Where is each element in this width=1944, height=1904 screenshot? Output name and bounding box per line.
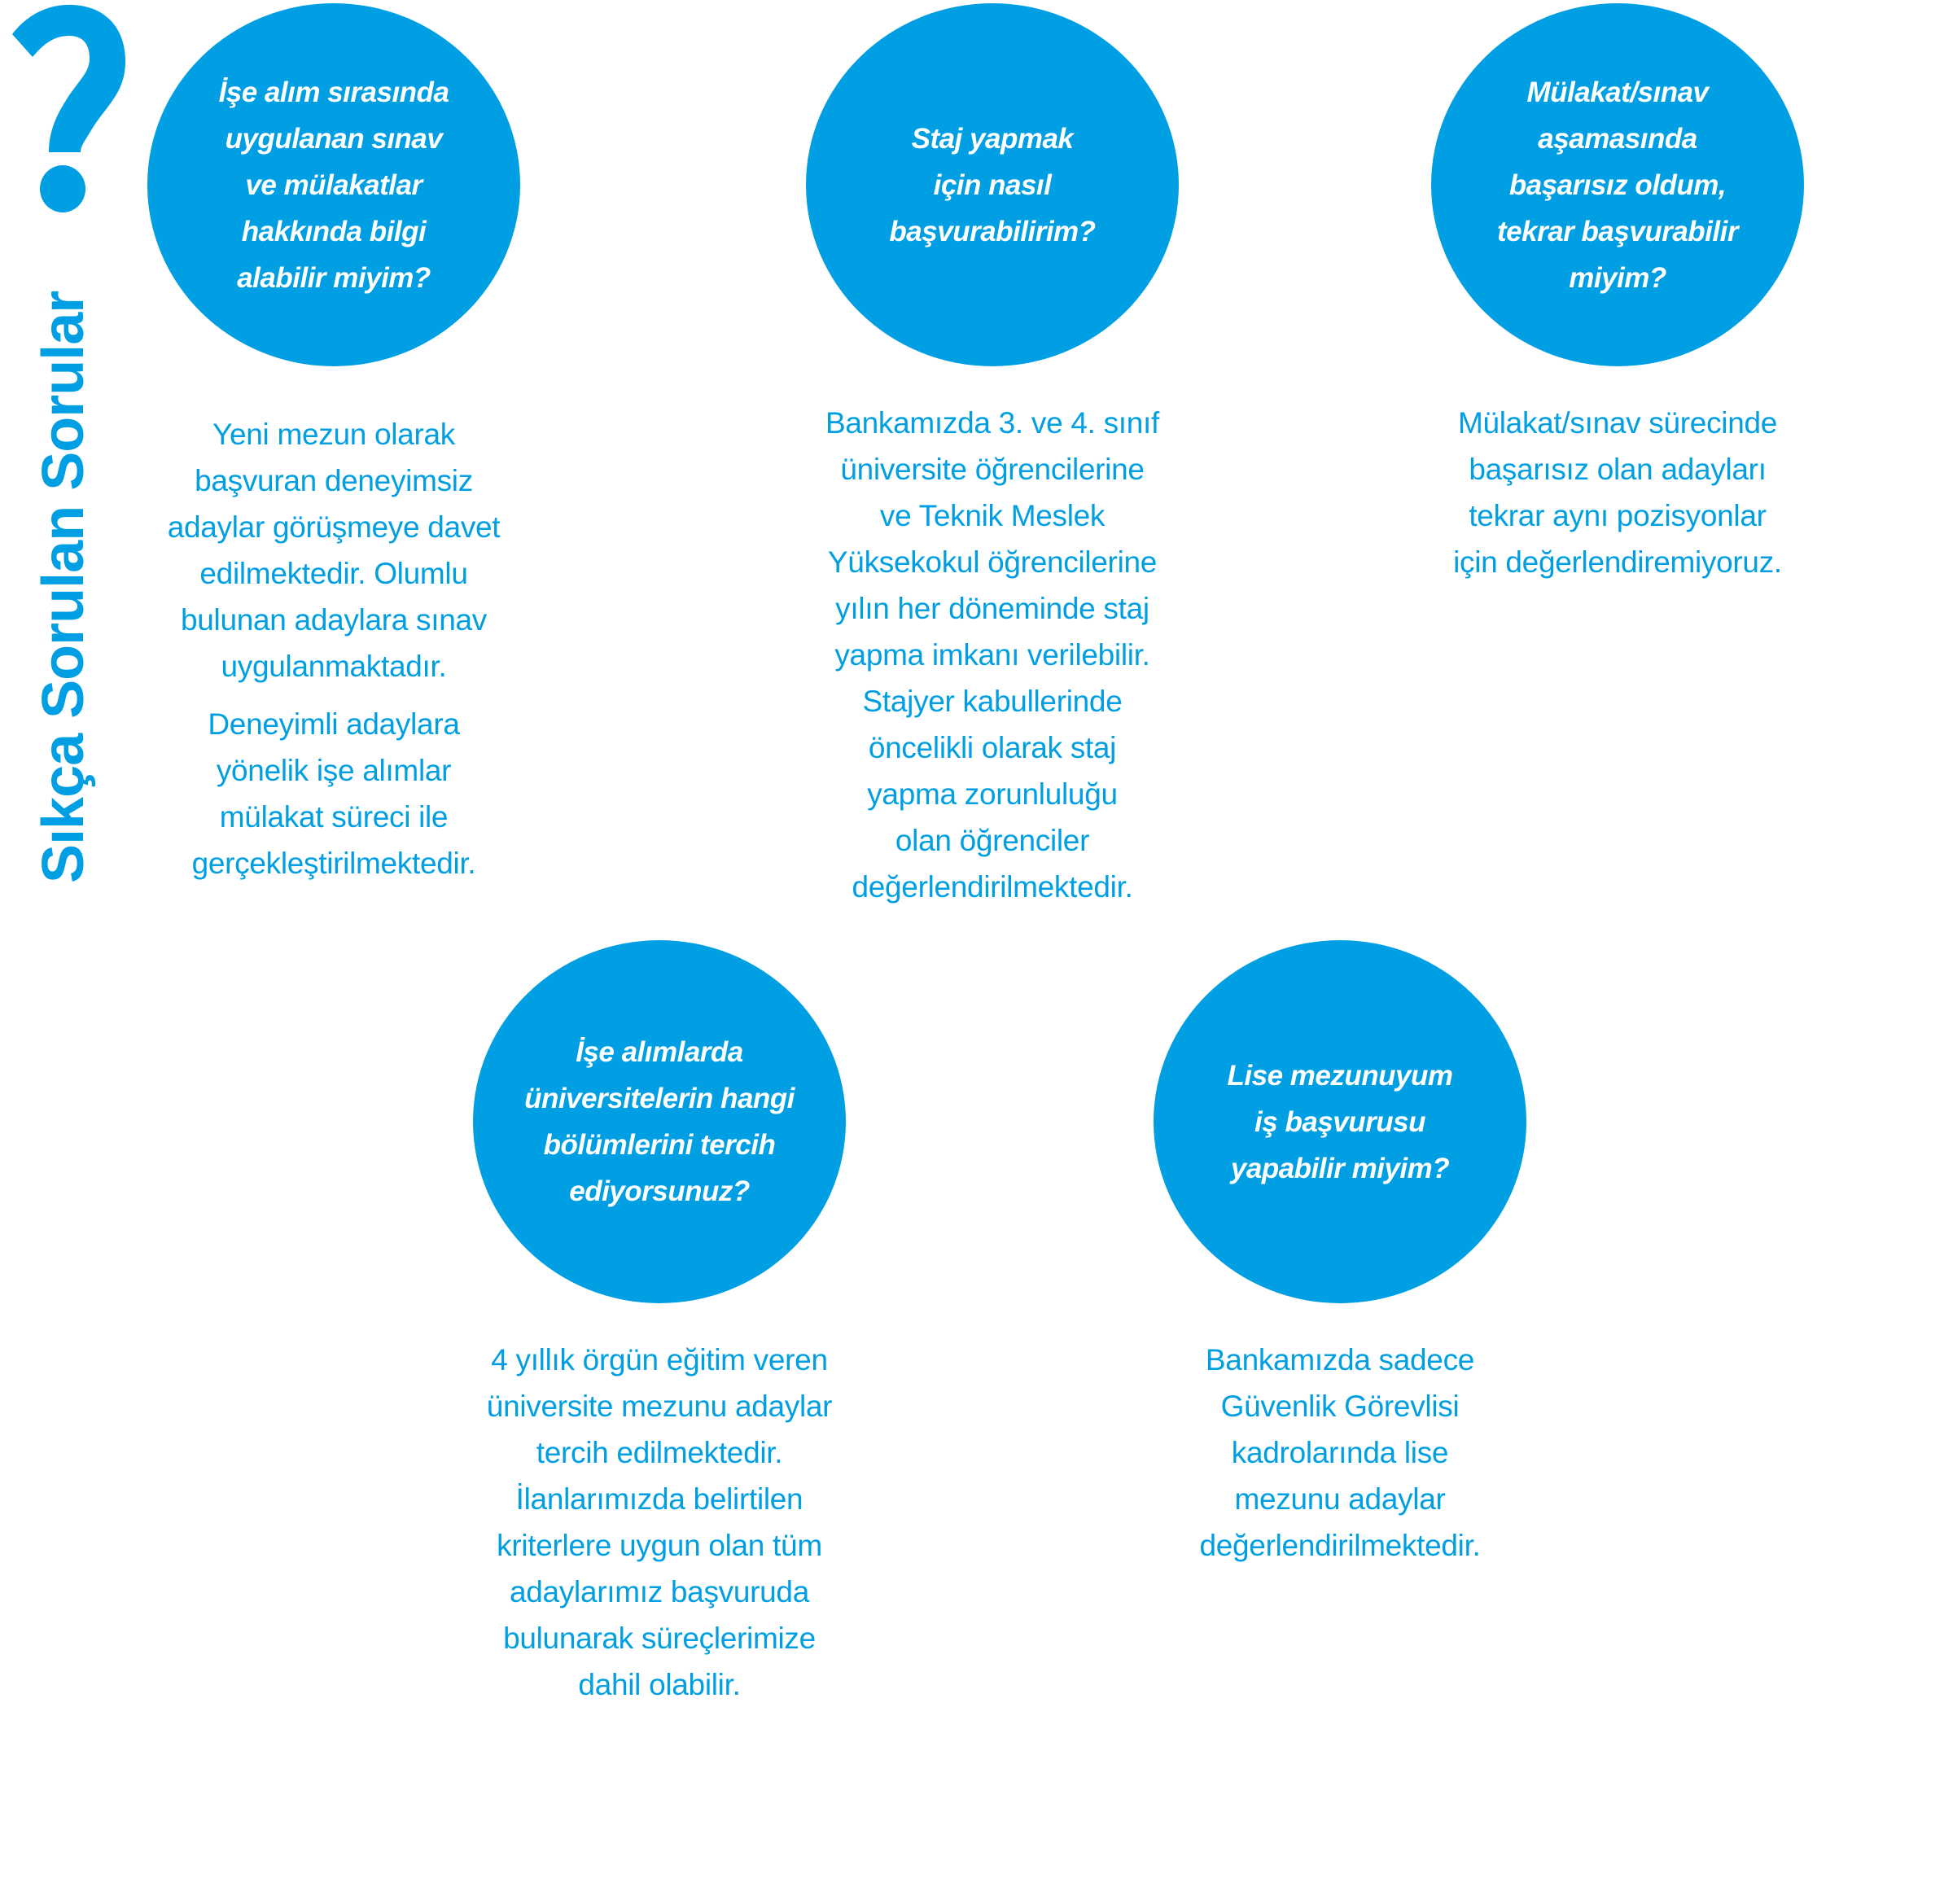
faq-question: İşe alım sırasında uygulanan sınav ve müla… [187, 69, 480, 301]
question-line: İşe alımlarda [576, 1036, 743, 1068]
answer-line: tekrar aynı pozisyonlar [1469, 499, 1767, 532]
answer-line: Güvenlik Görevlisi [1220, 1390, 1460, 1423]
answer-line: adaylarımız başvuruda [509, 1575, 809, 1609]
answer-line: yapma imkanı verilebilir. [834, 638, 1150, 672]
question-line: başarısız oldum, [1508, 169, 1727, 201]
answer-line: yönelik işe alımlar [216, 754, 452, 787]
answer-line: gerçekleştirilmektedir. [191, 847, 476, 880]
answer-line: mezunu adaylar [1234, 1482, 1446, 1516]
answer-line: İlanlarımızda belirtilen [515, 1482, 803, 1516]
answer-line: uygulanmaktadır. [221, 650, 447, 683]
faq-question-bubble: İşe alım sırasında uygulanan sınav ve müla… [147, 3, 520, 366]
answer-line: Bankamızda sadece [1205, 1343, 1475, 1377]
faq-answer: Yeni mezun olarak başvuran deneyimsiz aday… [130, 411, 537, 898]
answer-line: öncelikli olarak staj [868, 731, 1117, 764]
question-line: Staj yapmak [911, 122, 1074, 155]
faq-question: Staj yapmak için nasıl başvurabilirim? [846, 116, 1139, 255]
question-line: İşe alım sırasında [218, 76, 449, 108]
question-line: tekrar başvurabilir [1497, 215, 1738, 247]
faq-question: İşe alımlarda üniversitelerin hangi bölüml… [513, 1029, 806, 1215]
answer-line: olan öğrenciler [895, 824, 1090, 857]
question-mark-icon [12, 4, 125, 212]
faq-answer: Bankamızda 3. ve 4. sınıf üniversite öğre… [789, 400, 1196, 921]
answer-line: bulunan adaylara sınav [180, 603, 487, 637]
answer-line: değerlendirilmektedir. [1199, 1529, 1481, 1562]
answer-line: kadrolarında lise [1231, 1436, 1449, 1469]
answer-line: üniversite mezunu adaylar [486, 1390, 833, 1423]
answer-line: Mülakat/sınav sürecinde [1457, 406, 1778, 440]
faq-answer: 4 yıllık örgün eğitim veren üniversite me… [456, 1337, 863, 1719]
answer-line: edilmektedir. Olumlu [199, 557, 468, 590]
answer-paragraph: 4 yıllık örgün eğitim veren üniversite me… [456, 1337, 863, 1708]
answer-line: üniversite öğrencilerine [840, 453, 1145, 486]
answer-line: mülakat süreci ile [219, 800, 449, 834]
question-line: miyim? [1569, 261, 1666, 294]
question-line: başvurabilirim? [889, 215, 1096, 247]
answer-line: tercih edilmektedir. [536, 1436, 783, 1469]
answer-line: kriterlere uygun olan tüm [497, 1529, 822, 1562]
question-line: hakkında bilgi [241, 215, 427, 247]
question-line: ve mülakatlar [245, 169, 423, 201]
answer-line: ve Teknik Meslek [879, 499, 1106, 532]
answer-paragraph: Yeni mezun olarak başvuran deneyimsiz aday… [130, 411, 537, 689]
faq-question-bubble: Mülakat/sınav aşamasında başarısız oldum, t… [1431, 3, 1804, 366]
answer-line: Bankamızda 3. ve 4. sınıf [825, 406, 1159, 440]
question-line: iş başvurusu [1254, 1105, 1425, 1138]
answer-line: başarısız olan adayları [1469, 453, 1767, 486]
answer-line: Deneyimli adaylara [208, 707, 460, 741]
answer-line: Yeni mezun olarak [212, 418, 455, 451]
answer-paragraph: Mülakat/sınav sürecinde başarısız olan ad… [1414, 400, 1821, 585]
faq-question: Mülakat/sınav aşamasında başarısız oldum, t… [1471, 69, 1764, 301]
answer-line: başvuran deneyimsiz [195, 464, 473, 497]
question-line: yapabilir miyim? [1230, 1152, 1450, 1184]
answer-line: Stajyer kabullerinde [862, 685, 1123, 718]
question-line: ediyorsunuz? [569, 1175, 750, 1207]
answer-line: adaylar görüşmeye davet [167, 510, 501, 544]
question-line: Lise mezunuyum [1227, 1059, 1453, 1092]
question-line: için nasıl [933, 169, 1052, 201]
question-line: bölümlerini tercih [543, 1129, 776, 1161]
answer-line: yılın her döneminde staj [835, 592, 1149, 625]
answer-line: Yüksekokul öğrencilerine [827, 545, 1158, 579]
answer-paragraph: Bankamızda 3. ve 4. sınıf üniversite öğre… [789, 400, 1196, 910]
answer-line: değerlendirilmektedir. [852, 870, 1133, 904]
answer-paragraph: Deneyimli adaylara yönelik işe alımlar mül… [130, 701, 537, 886]
answer-line: dahil olabilir. [578, 1668, 741, 1701]
answer-line: 4 yıllık örgün eğitim veren [491, 1343, 828, 1377]
faq-answer: Mülakat/sınav sürecinde başarısız olan ad… [1414, 400, 1821, 597]
faq-question-bubble: Staj yapmak için nasıl başvurabilirim? [806, 3, 1179, 366]
question-line: Mülakat/sınav [1526, 76, 1709, 108]
page-title: Sıkça Sorulan Sorular [31, 291, 96, 883]
question-line: uygulanan sınav [225, 122, 443, 155]
faq-question-bubble: İşe alımlarda üniversitelerin hangi bölüml… [473, 940, 846, 1303]
faq-question-bubble: Lise mezunuyum iş başvurusu yapabilir miyi… [1154, 940, 1526, 1303]
answer-line: için değerlendiremiyoruz. [1453, 545, 1782, 579]
question-line: aşamasında [1538, 122, 1697, 155]
question-line: alabilir miyim? [237, 261, 431, 294]
answer-line: yapma zorunluluğu [867, 777, 1118, 811]
answer-line: bulunarak süreçlerimize [503, 1622, 816, 1655]
question-line: üniversitelerin hangi [524, 1083, 795, 1114]
faq-question: Lise mezunuyum iş başvurusu yapabilir miyi… [1193, 1053, 1486, 1192]
